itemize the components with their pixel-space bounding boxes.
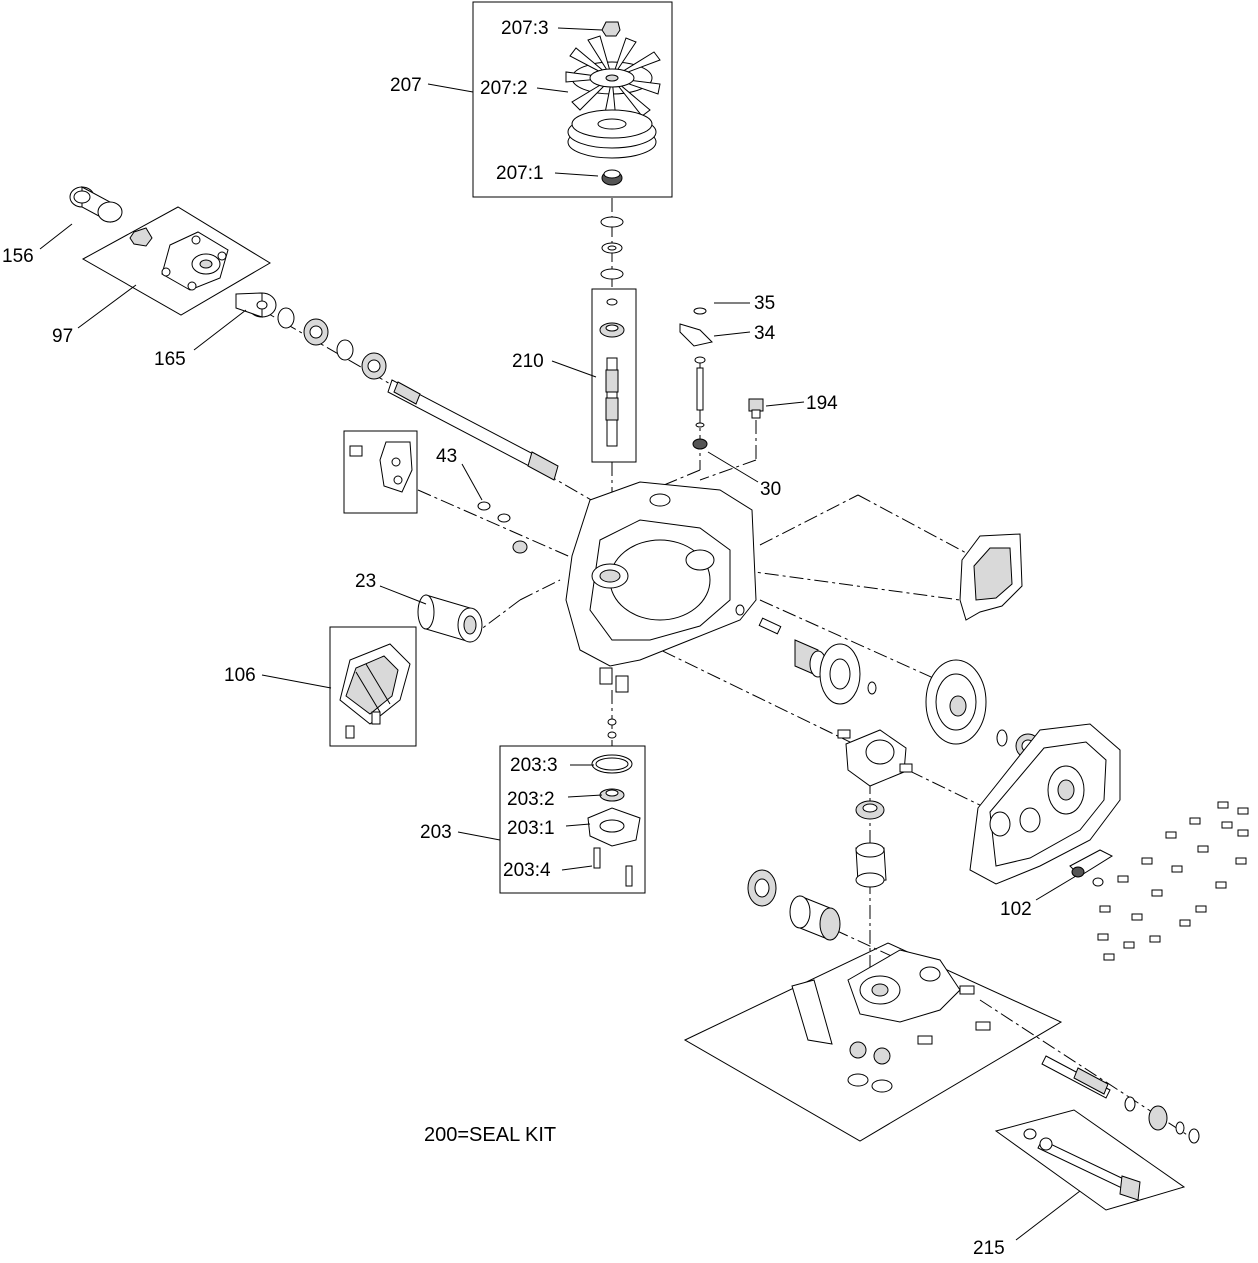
box-106-guard — [329, 626, 417, 747]
label-210: 210 — [512, 351, 544, 372]
breather-icon — [748, 398, 764, 419]
label-156: 156 — [2, 246, 34, 267]
shaft-kit-parts — [1023, 1128, 1141, 1201]
pump-shaft-icon — [1041, 1055, 1200, 1144]
label-30: 30 — [760, 479, 781, 500]
gear-icon — [819, 643, 861, 705]
box-203-seal-kit — [499, 745, 646, 894]
axle-shaft-icon — [387, 379, 559, 481]
callout-labels: 207:3 207 207:2 207:1 156 97 165 210 35 … — [2, 18, 1032, 1259]
fan-icon — [565, 35, 661, 121]
bushing-icon — [69, 186, 123, 223]
bolt-set-icon — [1097, 801, 1249, 961]
gear-train-parts — [735, 604, 1041, 787]
box-207-fan-pulley-kit — [472, 1, 673, 198]
label-35: 35 — [754, 293, 775, 314]
label-106: 106 — [224, 665, 256, 686]
label-165: 165 — [154, 349, 186, 370]
label-203-4: 203:4 — [503, 860, 551, 881]
seal-kit-note: 200=SEAL KIT — [424, 1124, 556, 1146]
differential-icon — [837, 729, 913, 787]
label-97: 97 — [52, 326, 73, 347]
box-pump-group — [683, 942, 1063, 1142]
label-215: 215 — [973, 1238, 1005, 1259]
hub-icon — [601, 169, 623, 186]
label-203-2: 203:2 — [507, 789, 555, 810]
box-215-shaft-kit — [994, 1109, 1186, 1211]
leader-lines — [39, 27, 1081, 1241]
label-207: 207 — [390, 75, 422, 96]
oil-filter-icon — [417, 594, 483, 643]
label-203-3: 203:3 — [510, 755, 558, 776]
wheel-hub-icon — [161, 231, 229, 291]
seal-kit-parts — [587, 754, 641, 887]
label-203-1: 203:1 — [507, 818, 555, 839]
fan-pulley-parts — [565, 21, 661, 186]
main-housing-icon — [565, 481, 757, 739]
input-shaft-stack — [599, 216, 625, 447]
pulley-icon — [567, 109, 657, 159]
bracket-parts — [349, 441, 528, 554]
label-34: 34 — [754, 323, 776, 344]
lever-icon — [1069, 849, 1114, 887]
label-23: 23 — [355, 571, 376, 592]
guard-icon — [339, 643, 411, 739]
side-cover-icon — [959, 533, 1023, 621]
center-section-icon — [847, 949, 961, 1023]
label-43: 43 — [436, 446, 457, 467]
seal-icon — [235, 292, 277, 318]
large-gear-icon — [925, 659, 987, 745]
cylinder-block-icon — [855, 842, 887, 888]
label-203: 203 — [420, 822, 452, 843]
label-194: 194 — [806, 393, 838, 414]
box-97-hub-group — [81, 206, 271, 316]
shift-arm-parts — [679, 307, 764, 450]
pump-parts — [747, 800, 1200, 1144]
hub-group-parts — [69, 186, 559, 481]
rear-cover-icon — [969, 723, 1121, 885]
label-207-3: 207:3 — [501, 18, 549, 39]
label-102: 102 — [1000, 899, 1032, 920]
box-43-bracket — [343, 430, 418, 514]
label-207-2: 207:2 — [480, 78, 528, 99]
motor-block-icon — [789, 895, 841, 941]
label-207-1: 207:1 — [496, 163, 544, 184]
